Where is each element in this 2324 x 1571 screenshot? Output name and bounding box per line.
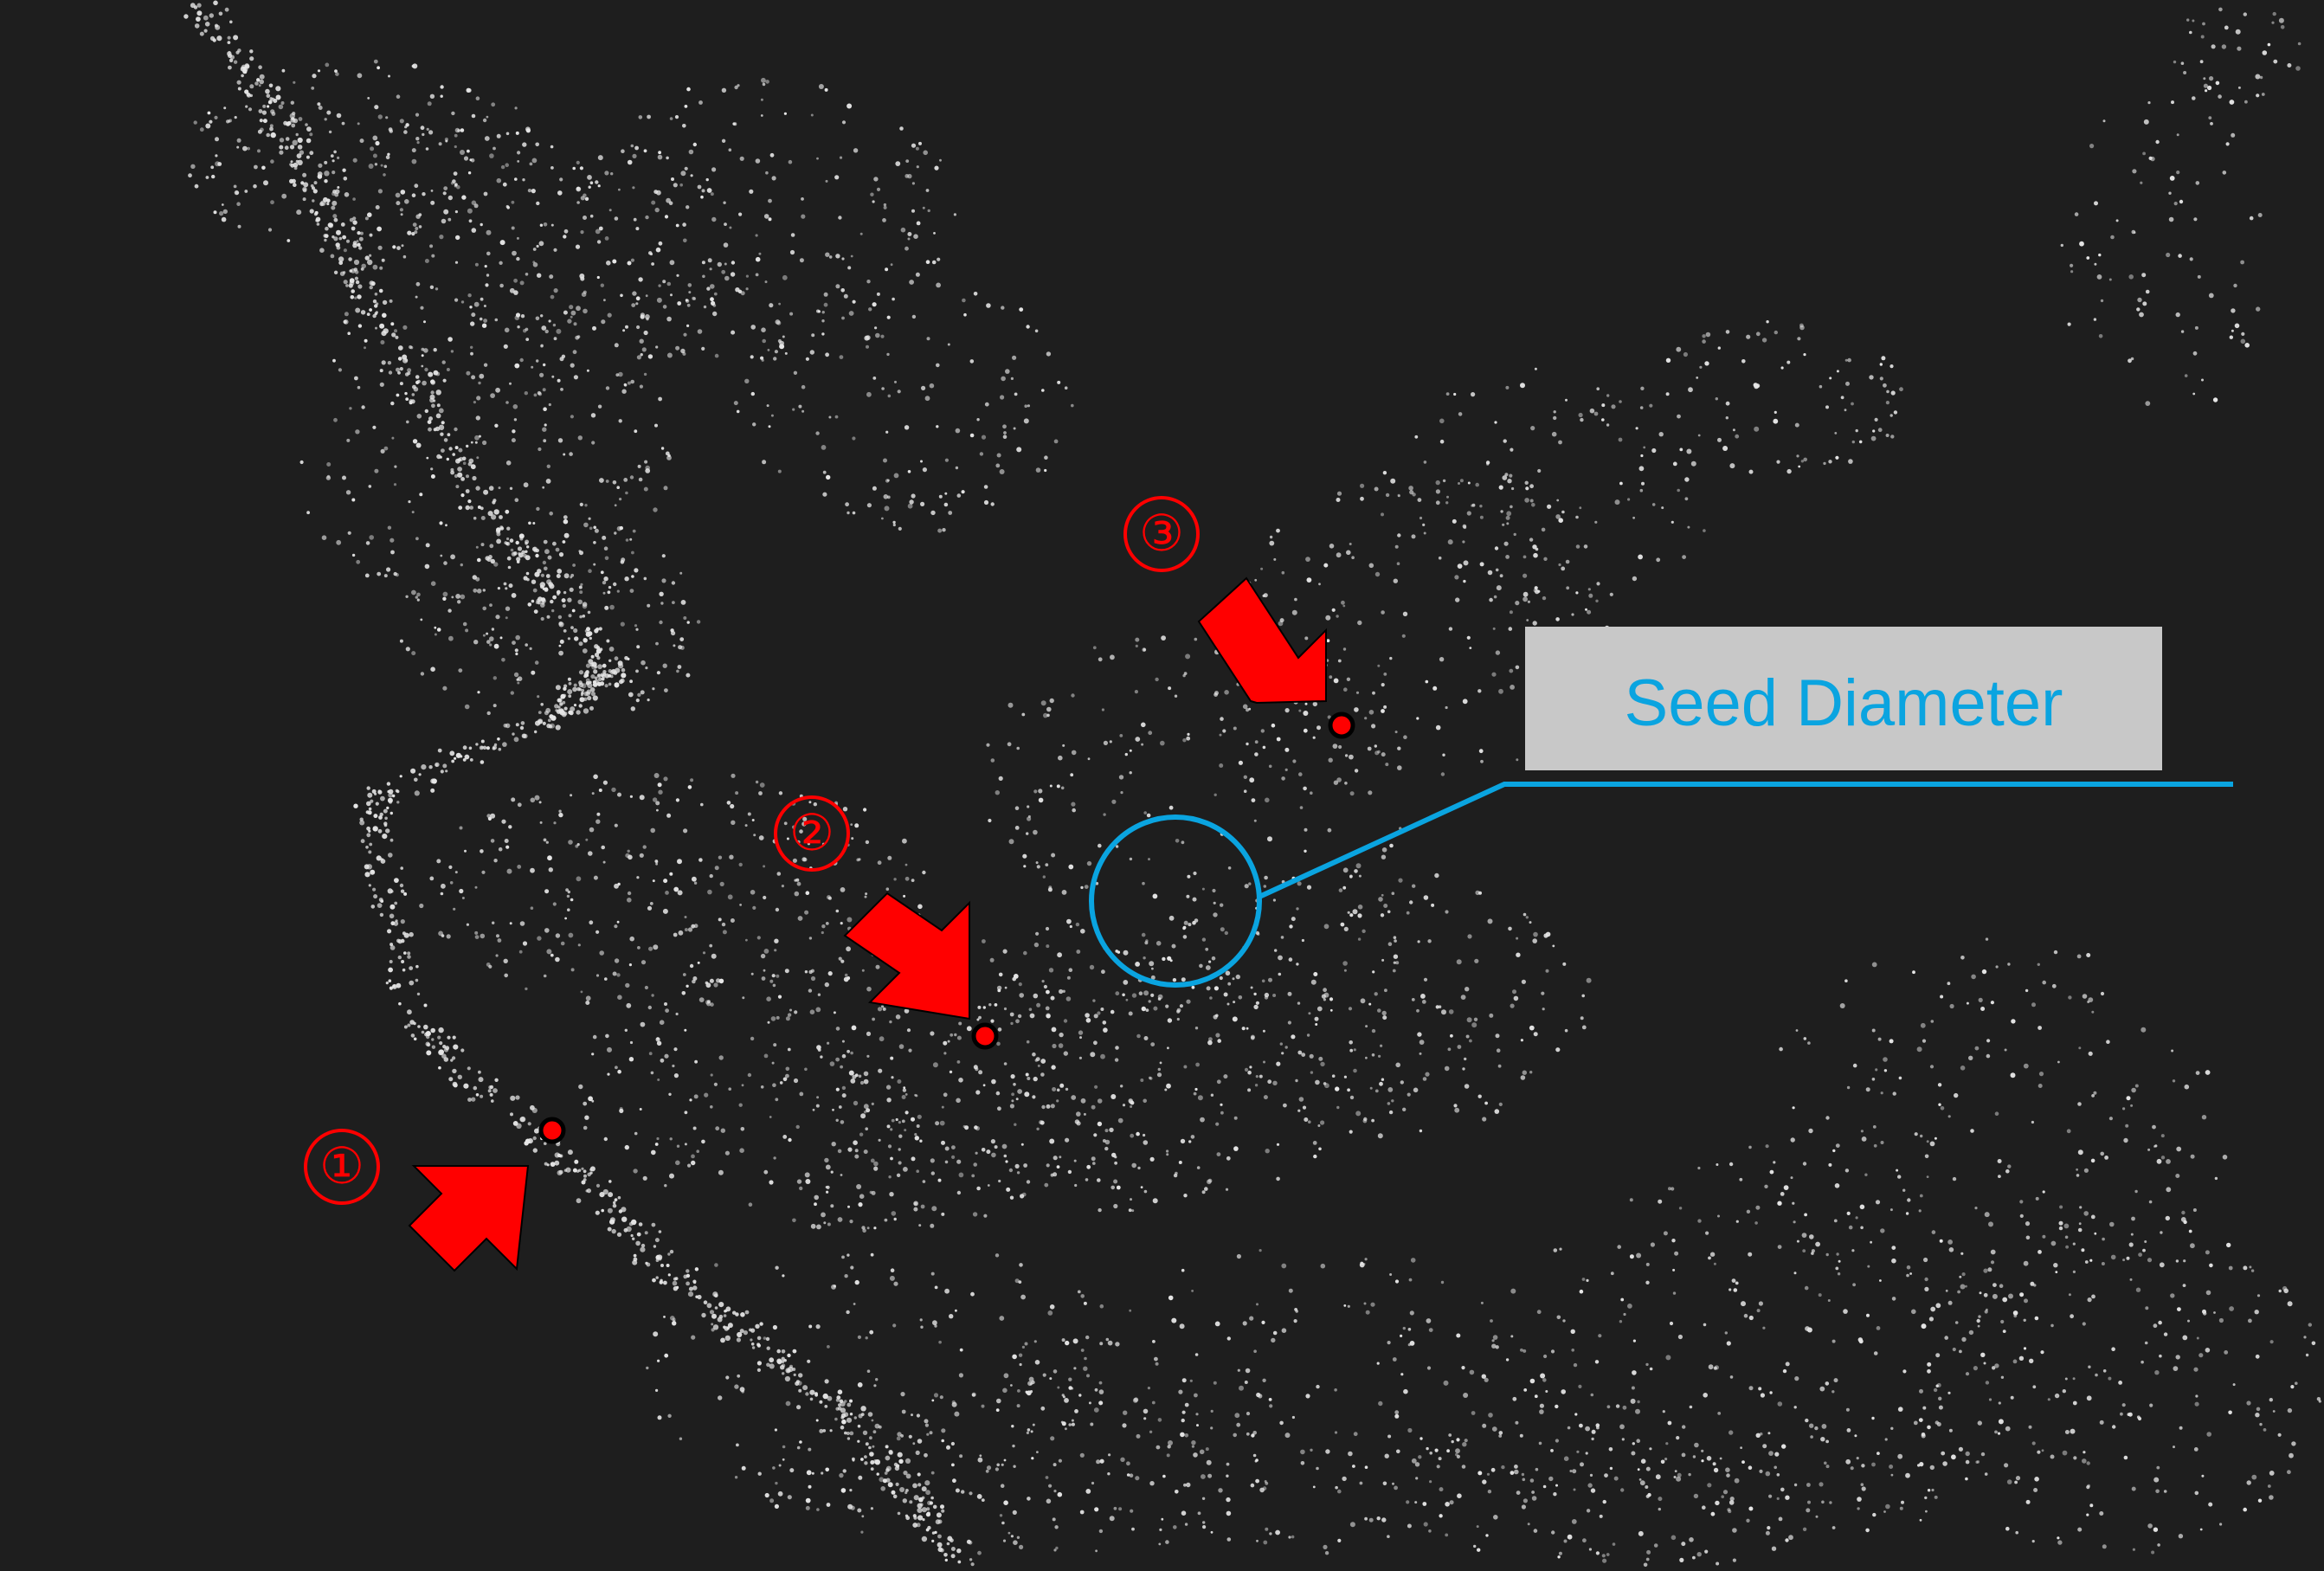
marker-2-badge xyxy=(774,795,850,872)
arrow-up-right-icon xyxy=(408,1165,530,1272)
arrow-down-right-icon xyxy=(1197,576,1327,705)
callout-label: Seed Diameter xyxy=(1625,666,2063,740)
point-1-dot xyxy=(538,1117,566,1144)
marker-3-badge xyxy=(1123,496,1200,572)
point-3-dot xyxy=(1328,711,1355,739)
marker-3: ③ xyxy=(1123,496,1355,739)
callout-label-box xyxy=(1525,627,2162,770)
point-2-dot xyxy=(971,1022,999,1050)
callout-leader-line xyxy=(1258,782,2233,899)
marker-1-number: ① xyxy=(319,1136,364,1195)
marker-3-number: ③ xyxy=(1139,504,1184,563)
seed-diameter-callout: Seed Diameter xyxy=(1089,627,2233,988)
marker-1-badge xyxy=(304,1129,380,1205)
arrow-down-right-icon xyxy=(843,892,970,1021)
point-cloud xyxy=(183,0,2321,1568)
marker-2-number: ② xyxy=(789,803,834,862)
marker-1: ① xyxy=(304,1117,566,1272)
marker-2: ② xyxy=(774,795,999,1050)
seed-circle-icon xyxy=(1089,814,1262,988)
